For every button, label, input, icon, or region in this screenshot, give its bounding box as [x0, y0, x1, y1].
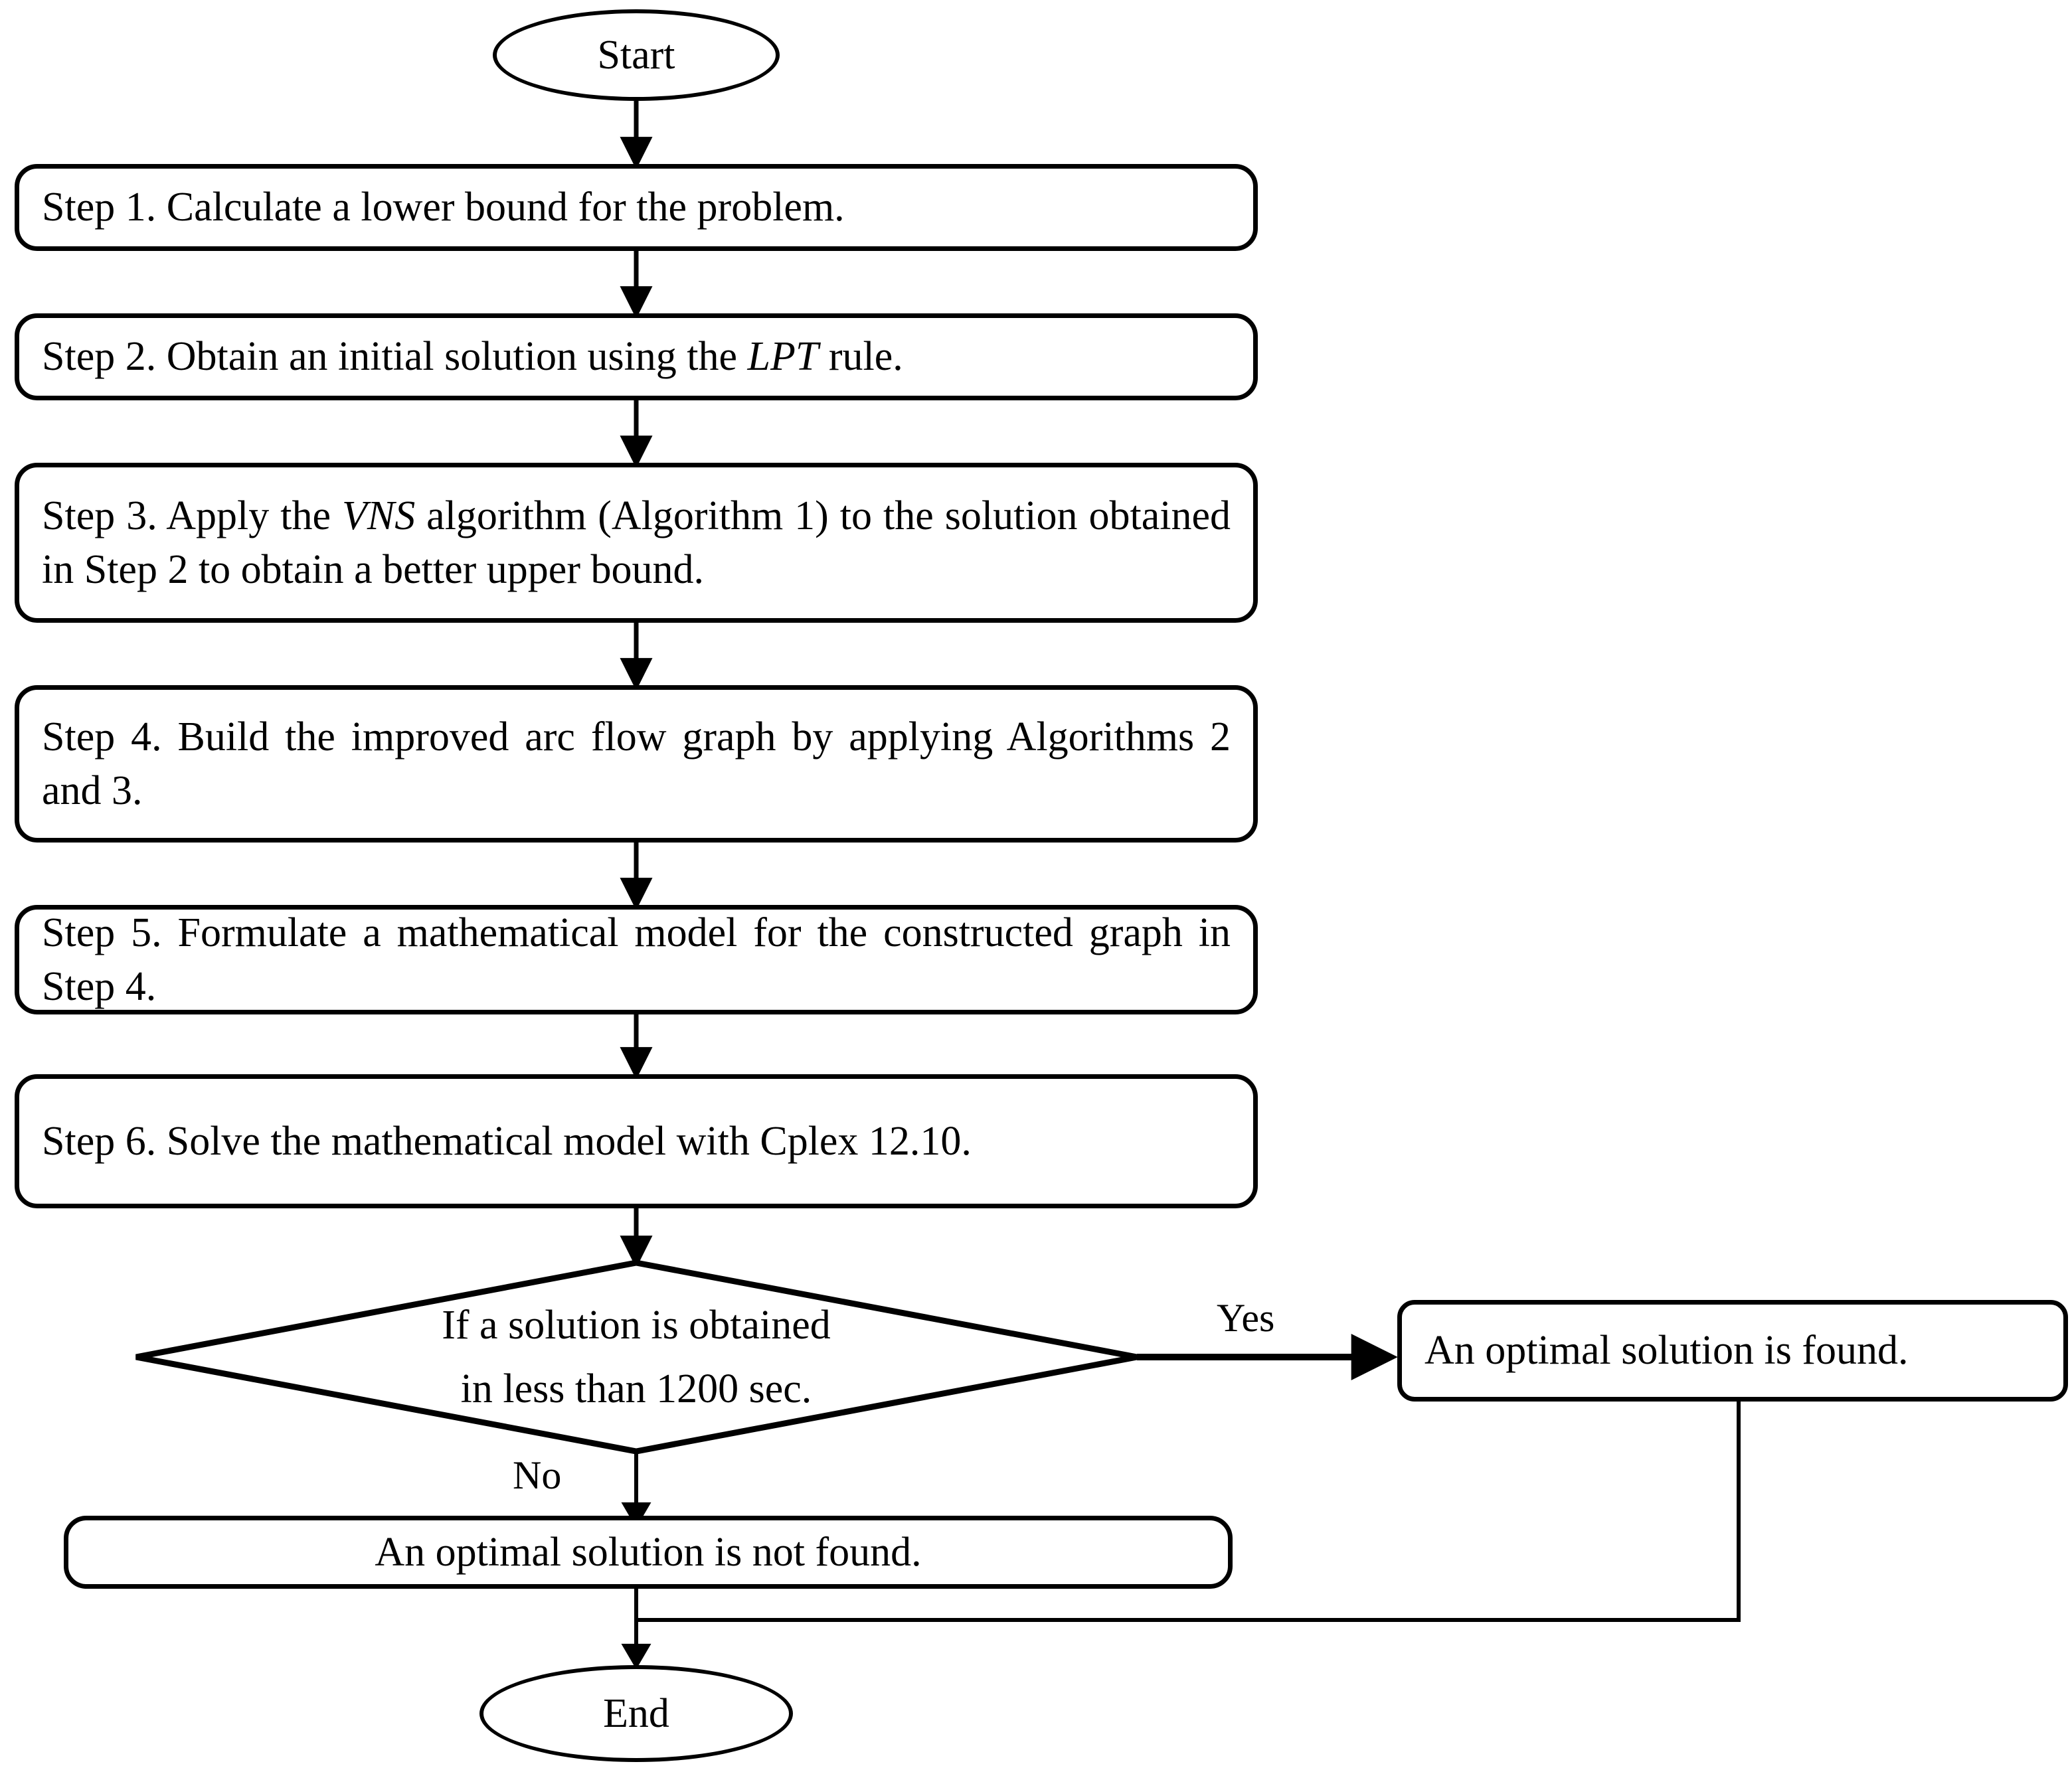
decision-line-1: If a solution is obtained [442, 1302, 831, 1348]
step-3-emphasis-vns: VNS [341, 493, 416, 538]
step-2-label: Step 2. Obtain an initial solution using… [42, 330, 1231, 384]
decision-node-label[interactable]: If a solution is obtained in less than 1… [304, 1288, 968, 1426]
step-1-label: Step 1. Calculate a lower bound for the … [42, 185, 845, 230]
step-2-emphasis-lpt: LPT [747, 334, 819, 380]
step-3-text-b: algorithm (Algorithm 1) to the solution … [42, 493, 1231, 592]
end-label: End [603, 1690, 669, 1736]
no-text: No [513, 1453, 562, 1497]
optimal-solution-not-found-box[interactable]: An optimal solution is not found. [64, 1516, 1233, 1589]
yes-text: Yes [1217, 1296, 1275, 1340]
step-2-text-a: Step 2. Obtain an initial solution using… [42, 334, 748, 380]
decision-text: If a solution is obtained in less than 1… [442, 1293, 830, 1421]
edge-label-no: No [513, 1455, 561, 1495]
optimal-solution-found-label: An optimal solution is found. [1424, 1328, 1909, 1374]
edge-label-yes: Yes [1217, 1298, 1274, 1338]
optimal-solution-found-box[interactable]: An optimal solution is found. [1397, 1300, 2068, 1402]
step-6-box[interactable]: Step 6. Solve the mathematical model wit… [15, 1074, 1258, 1208]
decision-line-2: in less than 1200 sec. [460, 1366, 812, 1411]
step-2-text-b: rule. [818, 334, 903, 380]
start-terminator[interactable]: Start [493, 9, 780, 101]
step-3-box[interactable]: Step 3. Apply the VNS algorithm (Algorit… [15, 463, 1258, 623]
step-5-box[interactable]: Step 5. Formulate a mathematical model f… [15, 905, 1258, 1014]
step-4-box[interactable]: Step 4. Build the improved arc flow grap… [15, 685, 1258, 843]
step-3-label: Step 3. Apply the VNS algorithm (Algorit… [42, 489, 1231, 596]
step-2-box[interactable]: Step 2. Obtain an initial solution using… [15, 313, 1258, 400]
end-terminator[interactable]: End [479, 1665, 793, 1762]
step-5-label: Step 5. Formulate a mathematical model f… [42, 910, 1231, 1009]
step-3-text-a: Step 3. Apply the [42, 493, 342, 538]
step-4-label: Step 4. Build the improved arc flow grap… [42, 714, 1231, 813]
start-label: Start [597, 32, 675, 78]
step-6-label: Step 6. Solve the mathematical model wit… [42, 1118, 972, 1164]
step-1-box[interactable]: Step 1. Calculate a lower bound for the … [15, 164, 1258, 251]
optimal-solution-not-found-label: An optimal solution is not found. [375, 1529, 922, 1575]
